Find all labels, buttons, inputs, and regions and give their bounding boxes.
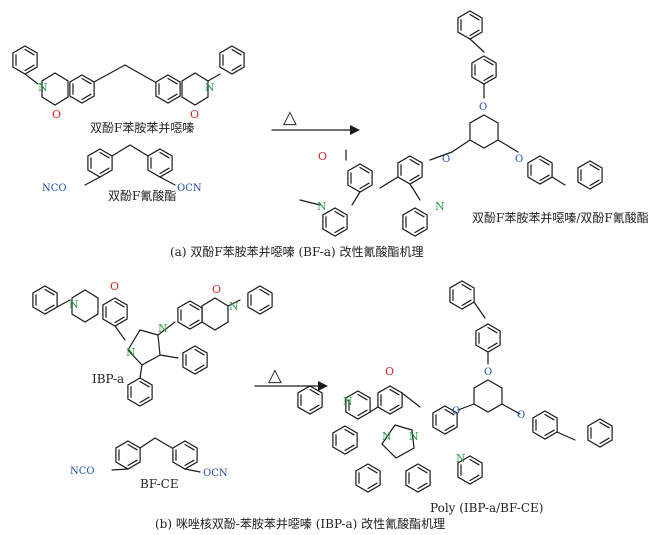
- o-right-b: O: [517, 410, 525, 421]
- monomer-label-a: 双酚F苯胺苯并噁嗪: [90, 121, 194, 135]
- o-atom-b2: O: [212, 283, 221, 296]
- o-top-a: O: [479, 102, 487, 113]
- n-amine-b2: N: [456, 452, 466, 465]
- cyanate-label-a: 双酚F氰酸酯: [108, 188, 176, 203]
- n-imidazole-b4: N: [409, 430, 419, 443]
- o-atom-b1: O: [110, 280, 119, 293]
- cyanate-label-b: BF-CE: [140, 477, 179, 491]
- o-atom-right: O: [190, 108, 199, 121]
- o-phenol-b: O: [385, 365, 394, 378]
- nco-left-a: NCO: [42, 183, 67, 194]
- reaction-arrow-a: [271, 125, 360, 135]
- caption-a: (a) 双酚F苯胺苯并噁嗪 (BF-a) 改性氰酸酯机理: [170, 244, 423, 259]
- panel-a: N O N O 双酚F苯胺苯并噁嗪 NCO OCN 双酚F氰酸酯 △: [12, 10, 649, 259]
- o-atom-left: O: [52, 108, 61, 121]
- panel-b: N O N N O N IBP-a NCO OCN BF-CE △: [32, 280, 613, 531]
- caption-b: (b) 咪唑核双酚-苯胺苯并噁嗪 (IBP-a) 改性氰酸酯机理: [155, 516, 445, 531]
- n-atom-b1: N: [69, 298, 79, 311]
- product-network-a: [299, 10, 603, 237]
- heat-symbol-b: △: [268, 365, 282, 386]
- o-top-b: O: [484, 367, 492, 378]
- n-amine-a2: N: [435, 200, 445, 213]
- n-amine-b1: N: [343, 395, 353, 408]
- n-atom-left: N: [38, 81, 48, 94]
- reaction-arrow-b: [254, 381, 328, 391]
- product-label-b: Poly (IBP-a/BF-CE): [430, 501, 543, 515]
- o-right-a: O: [515, 154, 523, 165]
- bf-cyanate-a: [84, 144, 176, 186]
- monomer-label-b: IBP-a: [92, 372, 124, 386]
- ibp-a-monomer: [32, 285, 273, 407]
- n-imidazole-b2: N: [158, 322, 168, 335]
- n-atom-right: N: [205, 81, 215, 94]
- ocn-right-b: OCN: [203, 468, 228, 479]
- bf-ce-cyanate-b: [111, 437, 201, 473]
- ocn-right-a: OCN: [177, 183, 202, 194]
- o-phenol-a: O: [318, 150, 327, 163]
- n-amine-a1: N: [317, 200, 327, 213]
- n-imidazole-b3: N: [382, 430, 392, 443]
- n-imidazole-b1: N: [126, 346, 136, 359]
- product-label-a: 双酚F苯胺苯并噁嗪/双酚F氰酸酯: [472, 210, 649, 225]
- n-atom-b2: N: [229, 300, 239, 313]
- bf-a-monomer: [12, 45, 245, 106]
- heat-symbol-a: △: [283, 107, 297, 128]
- o-left-b: O: [452, 406, 460, 417]
- o-left-a: O: [442, 154, 450, 165]
- nco-left-b: NCO: [70, 466, 95, 477]
- product-network-b: [297, 280, 613, 493]
